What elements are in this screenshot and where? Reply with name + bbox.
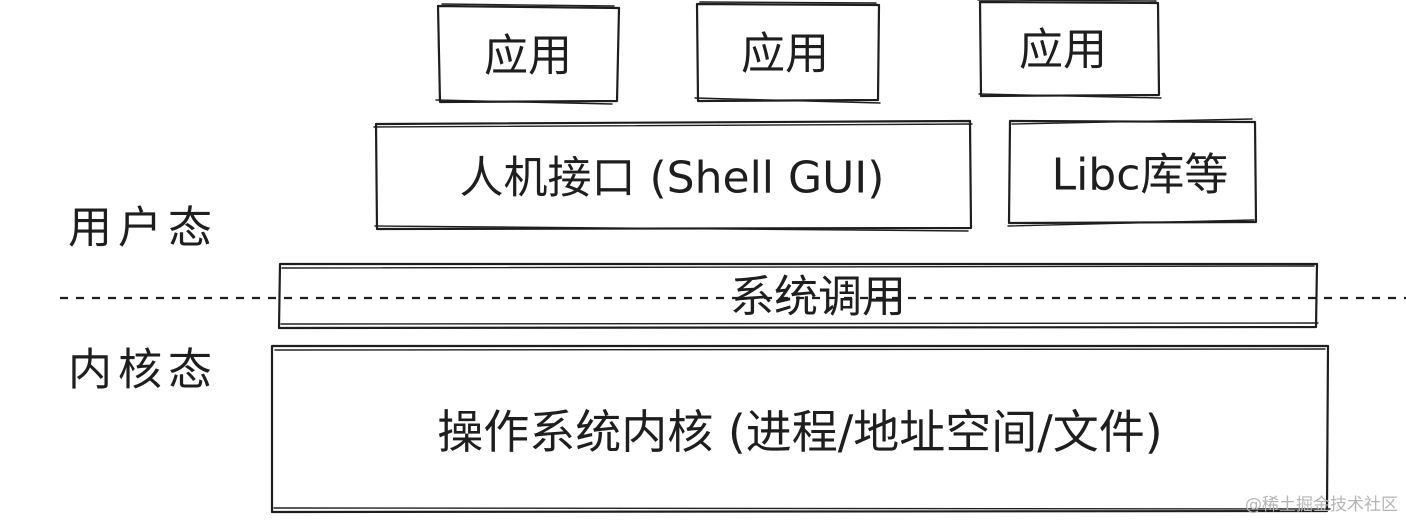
kernel-mode-label: 内核态 bbox=[68, 345, 218, 396]
hci-label: 人机接口 (Shell GUI) bbox=[460, 153, 885, 204]
app-label-3: 应用 bbox=[1019, 25, 1107, 76]
app-box-1: 应用 bbox=[435, 3, 621, 105]
user-mode-label: 用户态 bbox=[68, 203, 218, 254]
kernel-box: 操作系统内核 (进程/地址空间/文件) bbox=[270, 344, 1331, 514]
app-box-2: 应用 bbox=[694, 1, 881, 104]
libc-label: Libc库等 bbox=[1052, 150, 1229, 201]
app-label-1: 应用 bbox=[484, 31, 572, 82]
app-box-3: 应用 bbox=[977, 0, 1162, 99]
kernel-label: 操作系统内核 (进程/地址空间/文件) bbox=[437, 405, 1163, 459]
app-label-2: 应用 bbox=[741, 29, 829, 80]
hci-box: 人机接口 (Shell GUI) bbox=[373, 119, 973, 232]
syscall-box: 系统调用 bbox=[277, 262, 1319, 330]
watermark: @稀土掘金技术社区 bbox=[1245, 495, 1398, 515]
libc-box: Libc库等 bbox=[1007, 118, 1258, 227]
